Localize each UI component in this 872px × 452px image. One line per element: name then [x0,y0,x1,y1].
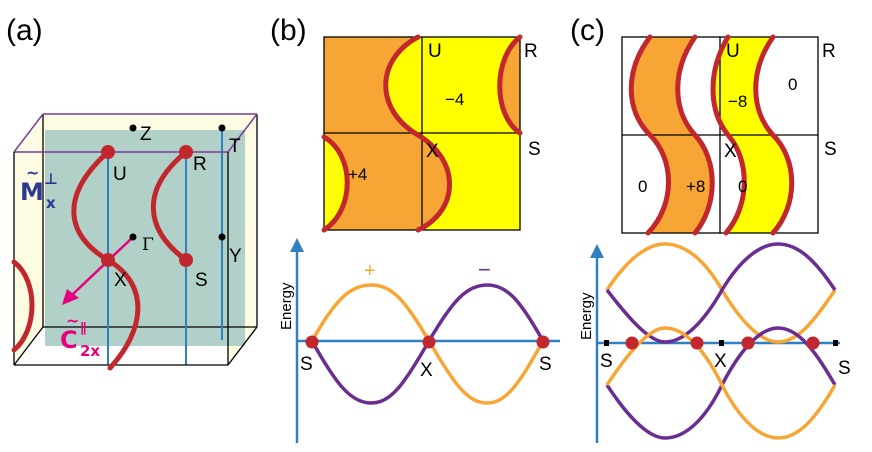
nodal-line-b-right [497,34,523,136]
cube-edge [227,326,258,366]
svg-text:∥: ∥ [80,321,87,336]
bz-b-label-S: S [528,139,541,160]
label-Gamma: Γ [142,235,154,255]
svg-text:M: M [20,178,44,206]
point-R [179,145,193,159]
svg-text:C: C [60,326,78,354]
mirror-plane [45,130,245,346]
tick-b-X: X [420,360,433,381]
bz-c-label-X: X [724,141,737,162]
point-Z [129,124,137,132]
svg-text:~: ~ [26,163,39,182]
node-c-4 [806,336,820,350]
energy-label-b: Energy [278,282,295,330]
bz-c-label-R: R [822,41,836,62]
tick-mark-c-S2 [833,340,838,346]
label-R: R [193,154,207,175]
point-U [101,145,115,159]
nodal-line-c-3 [710,34,747,236]
bz-b-label-U: U [428,41,442,62]
svg-text:⊥: ⊥ [44,170,58,188]
bz-c-charge-upper-white: 0 [788,75,797,94]
bz-c-charge-upper-yellow: −8 [728,92,747,111]
panel-a-cube: Z T U R Γ X S Y ~ M ⊥ x ~ C ∥ 2x [11,113,258,371]
bz-b-charge-lower: +4 [348,165,367,184]
node-c-1 [625,336,639,350]
point-Y [218,233,226,241]
nodal-line-S [150,149,189,263]
node-b-S2 [536,335,550,349]
svg-text:x: x [46,194,56,212]
energy-label-c: Energy [578,292,595,340]
svg-text:2x: 2x [80,342,100,360]
nodal-line-c-1 [628,34,671,236]
bz-b-label-R: R [524,41,538,62]
svg-text:~: ~ [66,311,79,330]
label-Y: Y [229,246,242,267]
cube-edge [227,113,258,153]
label-U: U [113,164,127,185]
c2x-arrowhead [62,289,79,305]
label-X: X [114,270,127,291]
bz-c-label-S: S [824,139,837,160]
bz-c-charge-lower-white-left: 0 [638,177,647,196]
tick-b-S2: S [539,354,552,375]
c2x-axis [71,237,133,296]
bz-c-charge-lower-white-mid: 0 [738,177,747,196]
tick-c-S1: S [600,351,613,372]
nodal-line-c-4 [753,34,795,236]
tick-mark-c-X [719,340,724,346]
panel-b-bands: Energy + − S X S [278,238,560,443]
bz-c-charge-lower-orange: +8 [686,177,705,196]
label-S: S [195,270,208,291]
label-Z: Z [140,124,152,145]
band-b-minus: − [478,257,491,282]
point-S [179,253,193,267]
bz-b-charge-upper: −4 [445,90,464,109]
panel-c-bands: Energy S X S [578,242,851,443]
energy-axis-c-arrow [590,244,604,258]
cube-edge [13,326,44,366]
panel-c-bz: U R X S −8 0 0 +8 0 [621,34,837,236]
cube-edge [13,113,44,153]
node-b-S1 [305,335,319,349]
tick-c-S2: S [838,358,851,379]
nodal-line-b-left [321,134,350,233]
rotation-symbol: ~ C ∥ 2x [60,311,100,360]
node-c-2 [690,336,704,350]
energy-axis-b-arrow [290,238,304,252]
node-c-3 [741,336,755,350]
band-c-purple-upper [605,242,837,344]
panel-b-label: (b) [270,14,307,47]
panel-b-bz: U R X S −4 +4 [321,34,541,233]
label-T: T [229,136,241,157]
nodal-line-edge [11,259,35,353]
tick-mark-c-S1 [604,340,609,346]
band-c-orange-lower [605,326,837,440]
panel-c-label: (c) [570,14,605,47]
cube-left-face [14,114,43,365]
point-X [101,253,115,267]
tick-b-S1: S [300,354,313,375]
nodal-line-b-main [383,34,452,233]
point-Gamma [129,233,137,241]
panel-a-label: (a) [6,14,43,47]
bz-c-label-U: U [726,41,740,62]
tick-c-X: X [714,351,727,372]
band-b-plus: + [364,260,376,282]
nodal-line-c-2 [675,34,715,236]
bz-b-label-X: X [426,141,439,162]
mirror-symbol: ~ M ⊥ x [20,163,58,212]
point-T [218,124,226,132]
node-b-X [422,335,436,349]
